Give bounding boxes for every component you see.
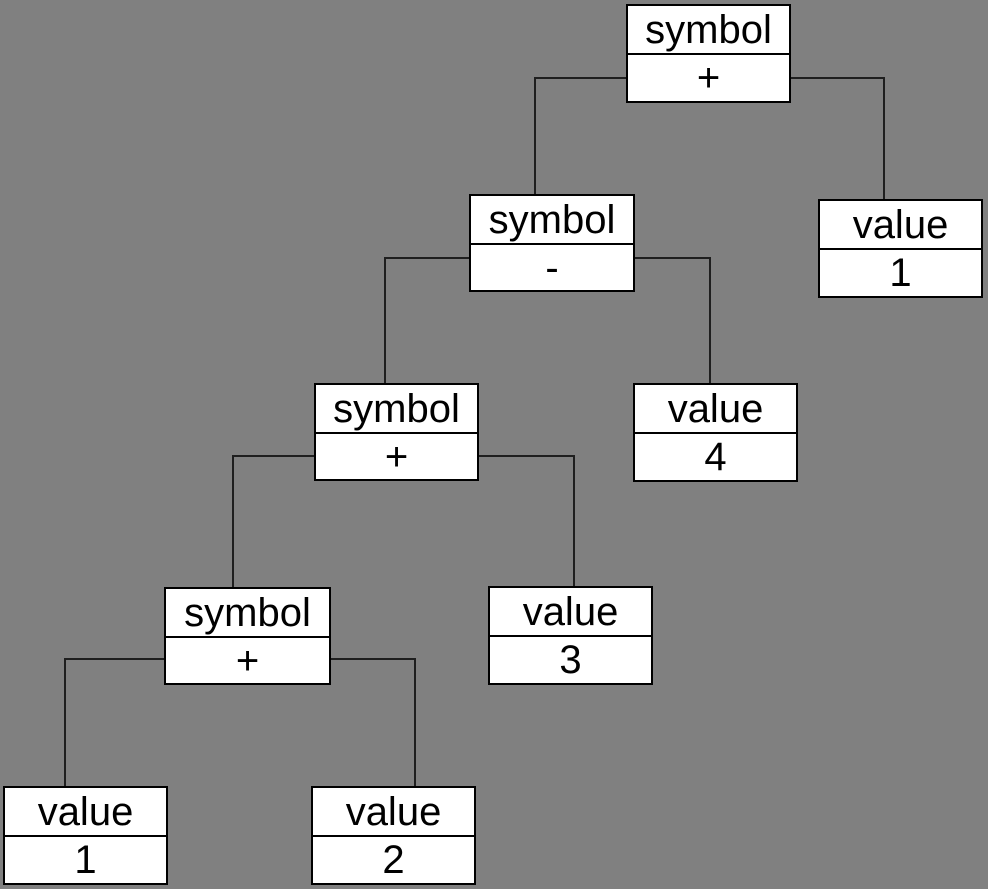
node-type-label: symbol: [628, 6, 789, 55]
node-value-label: 1: [889, 251, 912, 295]
node-value-label: +: [235, 638, 260, 683]
tree-edge-plus-l4-to-val1-b: [64, 658, 164, 786]
node-type-label: value: [490, 588, 651, 637]
node-value-label: 4: [704, 435, 727, 479]
tree-edge-plus-l4-to-val2: [331, 658, 416, 786]
tree-edge-root-to-minus: [534, 77, 626, 194]
tree-node-plus-l3: symbol+: [314, 383, 479, 481]
node-type-label: value: [635, 385, 796, 434]
node-type-label: value: [313, 788, 474, 837]
node-value-label: 2: [382, 838, 405, 882]
node-type-label: symbol: [316, 385, 477, 434]
node-type-label: symbol: [166, 589, 329, 638]
node-type-label: symbol: [471, 196, 633, 245]
tree-node-plus-l4: symbol+: [164, 587, 331, 685]
tree-node-root: symbol+: [626, 4, 791, 103]
node-value-label: 3: [559, 638, 582, 682]
tree-edge-plus-l3-to-plus-l4: [232, 455, 314, 587]
node-value-label: 1: [74, 838, 97, 882]
node-value-label: +: [696, 56, 721, 100]
node-type-label: value: [820, 201, 981, 250]
tree-edge-minus-to-plus-l3: [384, 257, 469, 383]
tree-edge-plus-l3-to-val3: [479, 455, 575, 586]
tree-node-minus: symbol-: [469, 194, 635, 292]
tree-edge-minus-to-val4: [635, 257, 711, 383]
tree-edge-root-to-val1-r: [791, 77, 885, 199]
node-type-label: value: [5, 788, 166, 837]
node-value-label: +: [384, 434, 409, 479]
node-value-label: -: [545, 245, 559, 290]
